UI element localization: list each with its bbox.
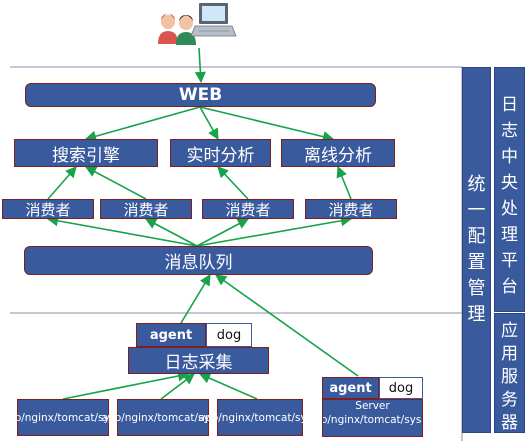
app-server-bar: 应用服务器 [494, 313, 525, 433]
arrow-queue-c1 [46, 215, 198, 247]
arrow-web-offline [199, 106, 335, 143]
arrow-users-web [194, 47, 206, 84]
consumer-box: 消费者 [2, 199, 94, 219]
server-agent-label: agent [322, 377, 379, 399]
app-box: app/nginx/tomcat/syslo [1, 399, 125, 436]
arrow-queue-c2 [145, 218, 198, 247]
arrow-server-queue [215, 274, 359, 377]
arrow-web-search [84, 106, 201, 142]
unified-config-management-bar: 统一配置管理 [462, 67, 491, 433]
consumer-box: 消费者 [100, 199, 192, 219]
server-title: Server [355, 400, 390, 412]
users-icon [158, 14, 196, 45]
arrow-app1-collector [62, 370, 190, 400]
consumer-box: 消费者 [202, 199, 294, 219]
message-queue-bar: 消息队列 [24, 246, 373, 275]
arrow-c4-offline [336, 165, 352, 200]
arrow-queue-c4 [196, 215, 353, 247]
server-dog-label: dog [379, 377, 423, 399]
web-bar: WEB [25, 83, 376, 107]
collector-dog-label: dog [206, 323, 252, 347]
log-collector-box: 日志采集 [128, 347, 269, 374]
arrow-app2-collector [160, 373, 195, 400]
server-apps: app/nginx/tomcat/syslog [322, 414, 422, 426]
app-box: app/nginx/tomcat/syslo [101, 399, 225, 436]
arrow-c1-search [47, 166, 77, 200]
arrow-c2-search [85, 166, 147, 200]
log-central-platform-bar: 日志中央处理平台 [494, 67, 525, 312]
arrow-collector-queue [180, 274, 211, 324]
search-engine-box: 搜索引擎 [14, 139, 158, 167]
server-box: Server app/nginx/tomcat/syslog [322, 399, 423, 437]
collector-agent-label: agent [136, 323, 206, 347]
laptop-icon [190, 3, 237, 37]
arrow-web-realtime [199, 106, 219, 140]
offline-analysis-box: 离线分析 [281, 139, 395, 167]
consumer-box: 消费者 [305, 199, 397, 219]
arrow-app3-collector [198, 372, 258, 400]
arrow-c3-realtime [217, 166, 249, 200]
realtime-analysis-box: 实时分析 [170, 139, 271, 167]
app-box: app/nginx/tomcat/syslo [198, 399, 322, 436]
arrow-queue-c3 [196, 218, 249, 247]
